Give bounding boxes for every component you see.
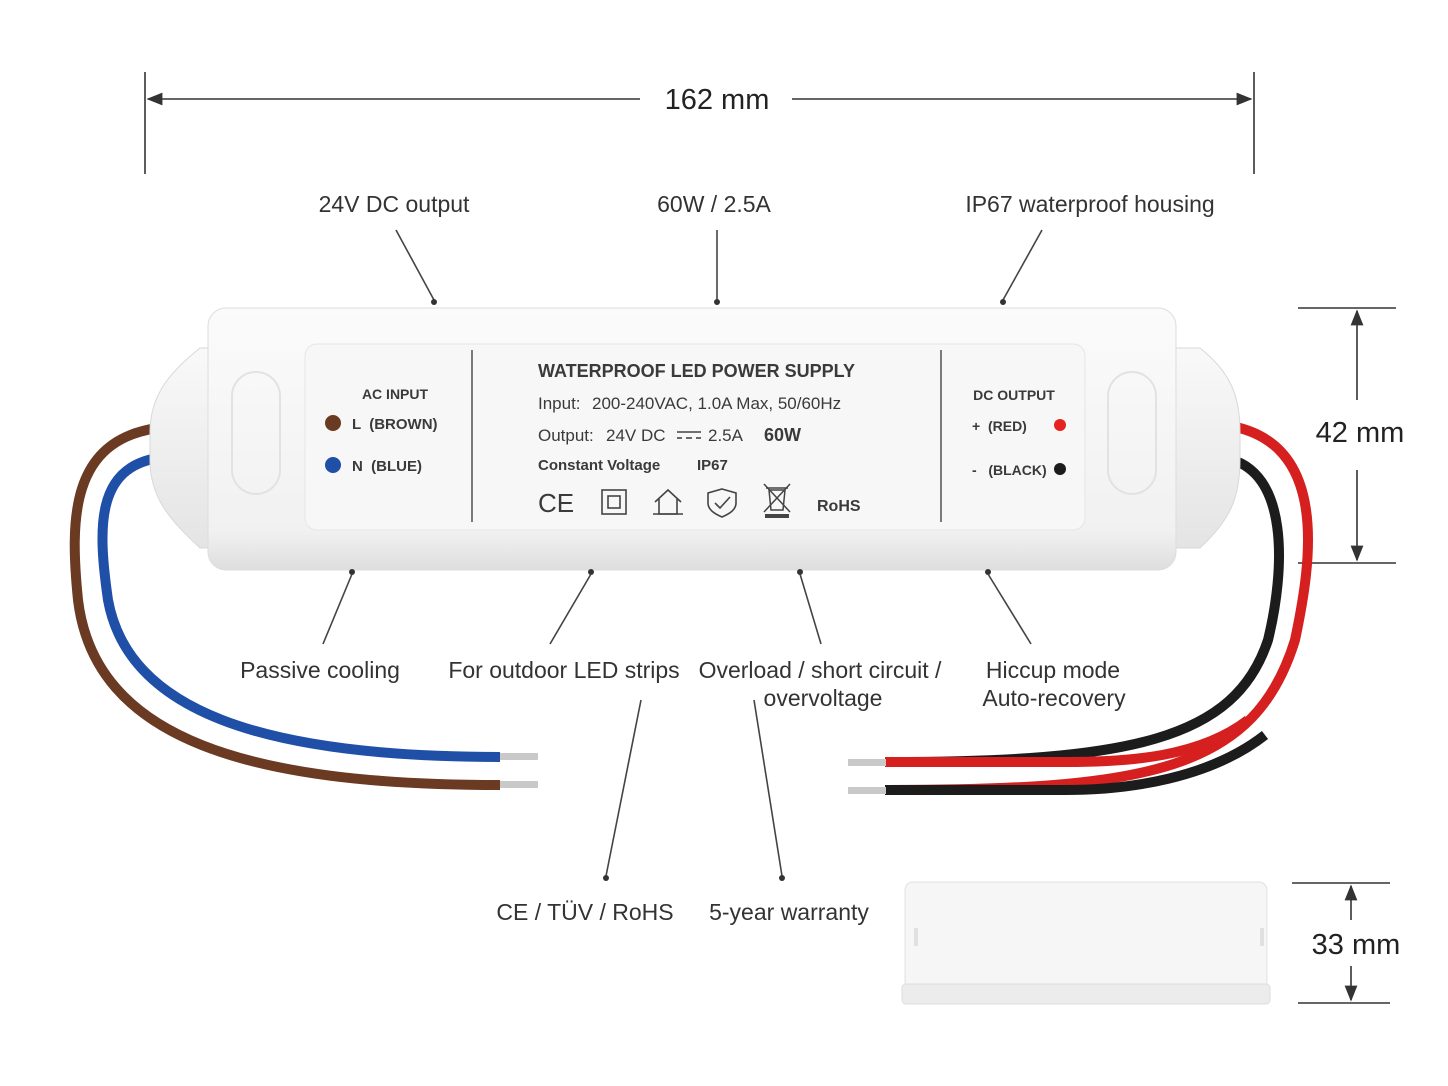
callout-hiccup-line1: Hiccup mode: [986, 657, 1120, 683]
callout-protection-line1: Overload / short circuit /: [699, 657, 942, 683]
double-insulation-icon: [601, 489, 627, 515]
callout-hiccup-line2: Auto-recovery: [982, 685, 1126, 711]
side-view: [901, 881, 1271, 1005]
top-callouts: 24V DC output 60W / 2.5A IP67 waterproof…: [319, 191, 1215, 305]
dc-output-section: DC OUTPUT + (RED) - (BLACK): [972, 387, 1066, 478]
callout-protection-line2: overvoltage: [764, 685, 883, 711]
black-wire-dot: [1054, 463, 1066, 475]
shield-check-icon: [707, 488, 737, 518]
output-voltage: 24V DC: [606, 426, 666, 445]
ac-input-section: AC INPUT L (BROWN) N (BLUE): [325, 386, 438, 475]
callout-certifications: CE / TÜV / RoHS: [496, 899, 673, 925]
callout-waterproof: IP67 waterproof housing: [965, 191, 1214, 217]
ip-label: IP67: [697, 457, 728, 474]
red-wire-dot: [1054, 419, 1066, 431]
ac-wires: [69, 423, 538, 790]
callout-dc-output: 24V DC output: [319, 191, 470, 217]
output-current: 2.5A: [708, 426, 744, 445]
brown-wire-dot: [325, 415, 341, 431]
ac-input-title: AC INPUT: [362, 386, 429, 402]
callout-power-rating: 60W / 2.5A: [657, 191, 771, 217]
callout-passive-cooling: Passive cooling: [240, 657, 400, 683]
output-wattage: 60W: [764, 425, 801, 445]
output-key: Output:: [538, 426, 594, 445]
dc-output-title: DC OUTPUT: [973, 387, 1055, 403]
thickness-value: 33 mm: [1312, 929, 1401, 961]
dc-symbol-icon: [677, 431, 701, 439]
ac-n-label: N (BLUE): [352, 458, 422, 475]
dc-plus-label: + (RED): [972, 418, 1027, 434]
dc-wires: [848, 420, 1313, 795]
dc-minus-label: - (BLACK): [972, 462, 1047, 478]
spec-label: WATERPROOF LED POWER SUPPLY Input: 200-2…: [538, 361, 861, 518]
height-dimension: 42 mm: [1298, 307, 1405, 564]
input-value: 200-240VAC, 1.0A Max, 50/60Hz: [592, 394, 841, 413]
blue-wire-dot: [325, 457, 341, 473]
rohs-mark: RoHS: [817, 498, 861, 515]
weee-bin-icon: [763, 483, 791, 518]
length-dimension: 162 mm: [144, 72, 1255, 174]
callout-outdoor-strips: For outdoor LED strips: [448, 657, 679, 683]
length-value: 162 mm: [665, 84, 770, 116]
thickness-dimension: 33 mm: [1292, 882, 1401, 1004]
mode-label: Constant Voltage: [538, 457, 660, 474]
ce-mark-icon: CE: [538, 488, 574, 518]
callout-warranty: 5-year warranty: [709, 899, 869, 925]
height-value: 42 mm: [1316, 417, 1405, 449]
label-title: WATERPROOF LED POWER SUPPLY: [538, 361, 855, 381]
indoor-use-icon: [653, 488, 683, 515]
bottom-callouts: Passive cooling For outdoor LED strips O…: [240, 569, 1126, 711]
power-supply-housing: [149, 307, 1241, 571]
input-key: Input:: [538, 394, 581, 413]
ac-l-label: L (BROWN): [352, 416, 438, 433]
lower-callouts: CE / TÜV / RoHS 5-year warranty: [496, 699, 869, 925]
